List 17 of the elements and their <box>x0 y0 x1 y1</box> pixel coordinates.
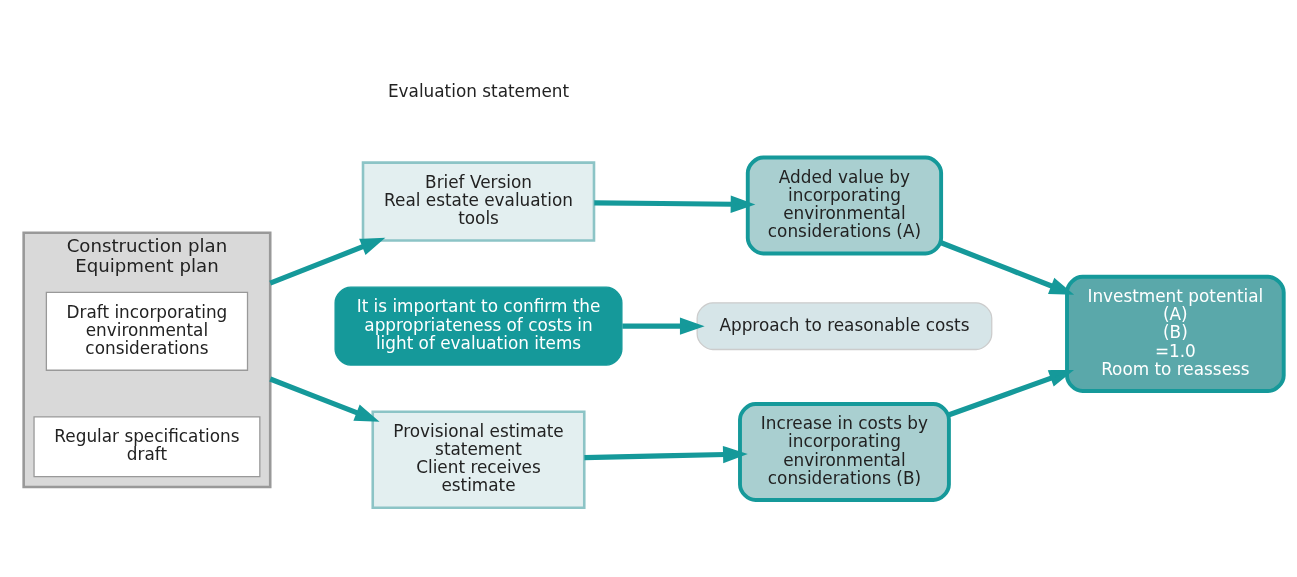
arrow <box>948 369 1075 418</box>
arrow <box>584 445 748 464</box>
arrow <box>622 317 705 335</box>
node-label: Evaluation statement <box>387 80 570 101</box>
arrow <box>940 240 1075 295</box>
node-box: Brief Version Real estate evaluation tools <box>361 161 596 242</box>
node-box: Investment potential (A) (B) =1.0 Room to reassess <box>1065 274 1286 393</box>
arrow <box>269 237 386 286</box>
node-box: Provisional estimate statement Client receives estimate <box>371 410 586 510</box>
node-box: Regular specifications draft <box>33 416 261 478</box>
node-box: Draft incorporating environmental considerations <box>45 291 249 371</box>
node-box: Added value by incorporating environmental considerations (A) <box>745 155 944 256</box>
arrow <box>594 195 756 213</box>
node-box: Approach to reasonable costs <box>696 302 993 351</box>
arrow <box>269 376 380 422</box>
node-box: Increase in costs by incorporating environmental considerations (B) <box>738 402 951 502</box>
node-box: It is important to confirm the appropriateness of costs in light of evaluation items <box>334 286 623 366</box>
